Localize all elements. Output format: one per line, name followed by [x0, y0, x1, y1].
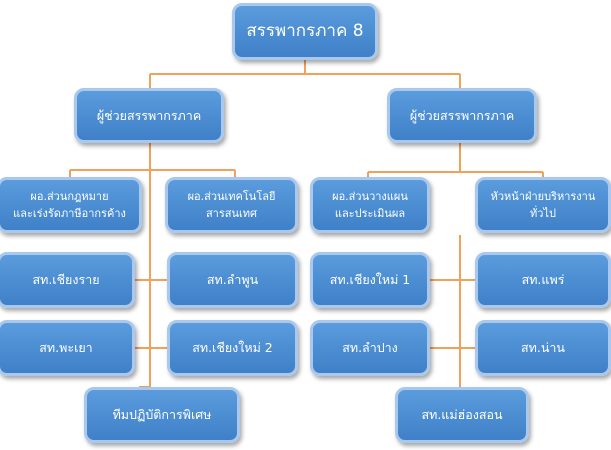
office-box-mae-hong-son: สท.แม่ฮ่องสอน: [395, 387, 529, 443]
division-legal-label: ผอ.ส่วนกฎหมาย และเร่งรัดภาษีอากรค้าง: [13, 189, 126, 220]
assistant-left-label: ผู้ช่วยสรรพากรภาค: [96, 107, 202, 123]
special-team-box: ทีมปฏิบัติการพิเศษ: [84, 387, 240, 443]
root-box-regional-revenue-office: สรรพากรภาค 8: [232, 3, 378, 60]
division-box-planning: ผอ.ส่วนวางแผน และประเมินผล: [310, 177, 430, 233]
assistant-right-label: ผู้ช่วยสรรพากรภาค: [409, 107, 515, 123]
office-box-nan: สท.น่าน: [475, 320, 611, 376]
office-mae-hong-son-label: สท.แม่ฮ่องสอน: [421, 407, 503, 423]
root-label: สรรพากรภาค 8: [246, 21, 364, 42]
office-box-chiang-rai: สท.เชียงราย: [0, 252, 135, 308]
office-box-phayao: สท.พะเยา: [0, 320, 135, 376]
assistant-box-left: ผู้ช่วยสรรพากรภาค: [74, 88, 224, 143]
special-team-label: ทีมปฏิบัติการพิเศษ: [112, 407, 212, 423]
office-lampang-label: สท.ลำปาง: [342, 340, 398, 356]
division-general-admin-label: หัวหน้าฝ่ายบริหารงานทั่วไป: [490, 189, 596, 220]
division-box-it: ผอ.ส่วนเทคโนโลยี สารสนเทศ: [165, 177, 298, 233]
assistant-box-right: ผู้ช่วยสรรพากรภาค: [387, 88, 537, 143]
office-chiang-mai-2-label: สท.เชียงใหม่ 2: [192, 340, 273, 356]
office-lamphun-label: สท.ลำพูน: [206, 272, 259, 288]
office-chiang-mai-1-label: สท.เชียงใหม่ 1: [329, 272, 411, 288]
division-box-general-admin: หัวหน้าฝ่ายบริหารงานทั่วไป: [475, 177, 611, 233]
office-phrae-label: สท.แพร่: [521, 272, 565, 288]
office-phayao-label: สท.พะเยา: [39, 340, 93, 356]
office-box-lamphun: สท.ลำพูน: [167, 252, 298, 308]
division-it-label: ผอ.ส่วนเทคโนโลยี สารสนเทศ: [187, 189, 276, 220]
office-box-phrae: สท.แพร่: [475, 252, 611, 308]
office-nan-label: สท.น่าน: [521, 340, 565, 356]
office-chiang-rai-label: สท.เชียงราย: [32, 272, 100, 288]
division-box-legal: ผอ.ส่วนกฎหมาย และเร่งรัดภาษีอากรค้าง: [0, 177, 142, 233]
office-box-chiang-mai-1: สท.เชียงใหม่ 1: [310, 252, 430, 308]
office-box-chiang-mai-2: สท.เชียงใหม่ 2: [167, 320, 298, 376]
division-planning-label: ผอ.ส่วนวางแผน และประเมินผล: [332, 189, 408, 220]
office-box-lampang: สท.ลำปาง: [310, 320, 430, 376]
